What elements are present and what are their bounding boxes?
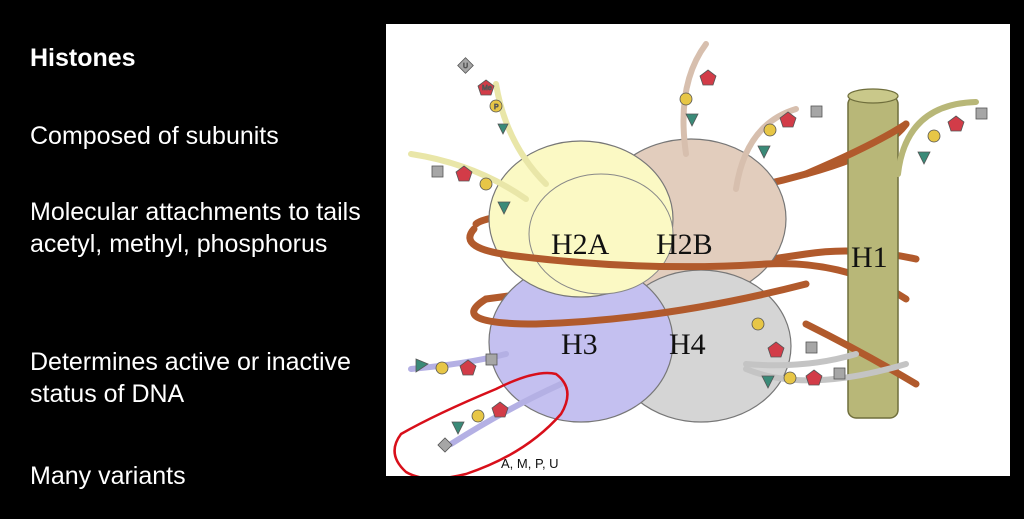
h1-subunit-top bbox=[847, 88, 899, 104]
bullet-variants: Many variants bbox=[30, 462, 186, 490]
dna-strand-front bbox=[466, 225, 910, 303]
methyl-marker bbox=[767, 341, 785, 358]
histone-diagram: H2A H2B H3 H4 H1 U Me P bbox=[386, 24, 1010, 476]
phospho-marker bbox=[927, 129, 941, 143]
tail-h2b-top bbox=[680, 41, 709, 157]
methyl-marker bbox=[805, 369, 823, 386]
dna-strand-right bbox=[802, 120, 910, 178]
acetyl-marker bbox=[917, 151, 931, 165]
phospho-marker bbox=[763, 123, 777, 137]
tail-h2b-right bbox=[733, 106, 799, 192]
ubiquitin-letter: U bbox=[463, 63, 468, 70]
acetyl-marker bbox=[761, 375, 775, 389]
methyl-marker bbox=[947, 115, 965, 132]
acetyl-marker bbox=[757, 145, 771, 159]
phospho-letter: P bbox=[494, 104, 499, 111]
ubiquitin-marker bbox=[975, 107, 988, 120]
tail-h1 bbox=[895, 99, 979, 177]
ubiquitin-marker bbox=[810, 105, 823, 118]
ubiquitin-marker bbox=[833, 367, 846, 380]
phospho-marker bbox=[783, 371, 797, 385]
modification-annotation: A, M, P, U bbox=[501, 456, 559, 471]
label-h2b: H2B bbox=[656, 228, 713, 261]
phospho-marker bbox=[679, 92, 693, 106]
ubiquitin-marker bbox=[437, 437, 453, 453]
histone-diagram-svg: H2A H2B H3 H4 H1 U Me P bbox=[393, 41, 988, 476]
acetyl-marker bbox=[685, 113, 699, 127]
tail-h2a-left bbox=[408, 151, 529, 202]
phospho-marker bbox=[435, 361, 449, 375]
acetyl-marker bbox=[415, 358, 429, 373]
red-circle-annotation bbox=[393, 371, 569, 476]
methyl-marker bbox=[477, 79, 495, 96]
label-h1: H1 bbox=[851, 241, 888, 274]
bullet-subunits: Composed of subunits bbox=[30, 122, 279, 150]
methyl-marker bbox=[455, 165, 473, 182]
ubiquitin-marker bbox=[457, 57, 474, 74]
phospho-marker bbox=[489, 99, 503, 113]
acetyl-marker bbox=[497, 201, 511, 215]
phospho-marker bbox=[751, 317, 765, 331]
bullet-attachments: Molecular attachments to tails acetyl, m… bbox=[30, 198, 361, 258]
acetyl-marker bbox=[497, 123, 509, 135]
dna-strand-front-upper bbox=[470, 280, 810, 328]
ubiquitin-marker bbox=[805, 341, 818, 354]
label-h3: H3 bbox=[561, 328, 598, 361]
methyl-marker bbox=[491, 401, 509, 418]
phospho-marker bbox=[471, 409, 485, 423]
modification-markers: U Me P bbox=[415, 57, 988, 453]
bullet-status: Determines active or inactive status of … bbox=[30, 348, 351, 408]
tail-h4-right bbox=[743, 351, 859, 369]
methyl-marker bbox=[459, 359, 477, 376]
acetyl-marker bbox=[451, 421, 465, 435]
dna-strand-right-lower bbox=[802, 320, 920, 388]
slide-title: Histones bbox=[30, 44, 136, 72]
phospho-marker bbox=[479, 177, 493, 191]
methyl-letter: Me bbox=[482, 85, 492, 92]
label-h4: H4 bbox=[669, 328, 706, 361]
ubiquitin-marker bbox=[431, 165, 444, 178]
ubiquitin-marker bbox=[485, 353, 498, 366]
methyl-marker bbox=[779, 111, 797, 128]
label-h2a: H2A bbox=[551, 228, 610, 261]
tail-h2a-top bbox=[493, 81, 549, 187]
methyl-marker bbox=[699, 69, 717, 86]
